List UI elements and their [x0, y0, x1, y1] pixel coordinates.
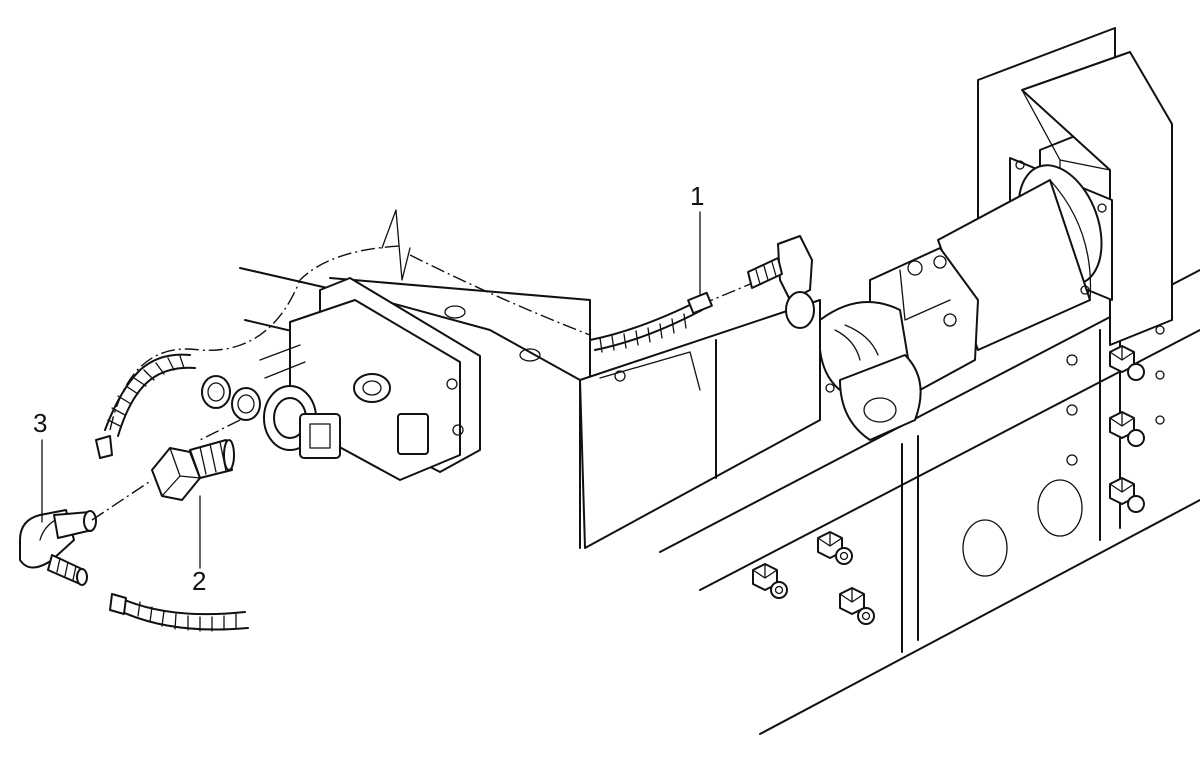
- elbow-fitting-top: [747, 235, 815, 329]
- adapter-part-2: [91, 439, 235, 521]
- callout-2: 2: [192, 566, 206, 596]
- control-valve-block: [201, 277, 481, 481]
- corrugated-hose-left-upper: [95, 353, 196, 459]
- transmission-housing: [239, 267, 821, 549]
- corrugated-hose-left-lower: [109, 593, 249, 632]
- corrugated-hose-upper: [589, 291, 713, 353]
- starter-motor: [818, 157, 1113, 441]
- frame-fittings: [752, 345, 1145, 625]
- callout-3: 3: [33, 408, 47, 438]
- tee-fitting-part-3: [19, 509, 97, 586]
- hose-route-centerline: [109, 209, 761, 441]
- callout-leaders: [41, 211, 701, 569]
- callout-1: 1: [690, 181, 704, 211]
